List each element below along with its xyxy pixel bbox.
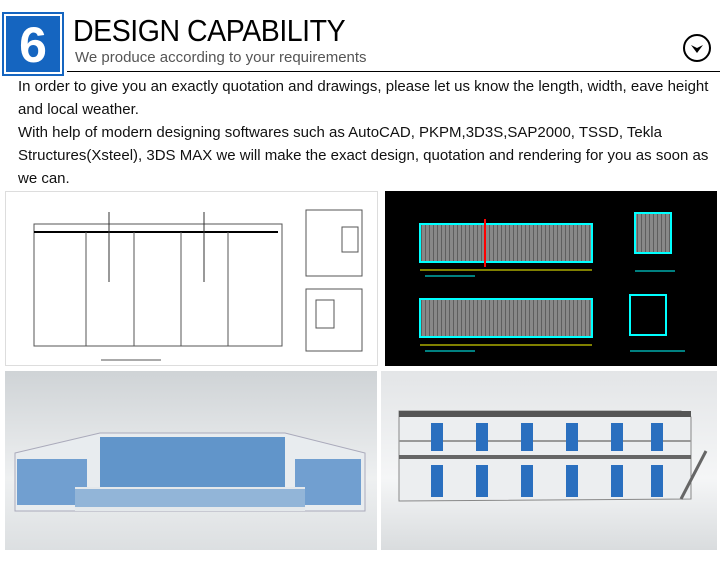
- cad-container-drawing: [385, 191, 717, 366]
- description: In order to give you an exactly quotatio…: [18, 75, 718, 190]
- section-number-badge: 6: [2, 12, 64, 76]
- page-title: DESIGN CAPABILITY: [73, 13, 346, 48]
- building-rendering-u-shape: [5, 371, 377, 550]
- paragraph: In order to give you an exactly quotatio…: [18, 78, 709, 118]
- paragraph: With help of modern designing softwares …: [18, 124, 709, 187]
- divider: [67, 71, 720, 72]
- floor-plan-drawing: [5, 191, 378, 366]
- two-storey-building-rendering: [381, 371, 717, 550]
- chevron-down-circle-icon[interactable]: [683, 34, 711, 62]
- page-subtitle: We produce according to your requirement…: [75, 49, 367, 66]
